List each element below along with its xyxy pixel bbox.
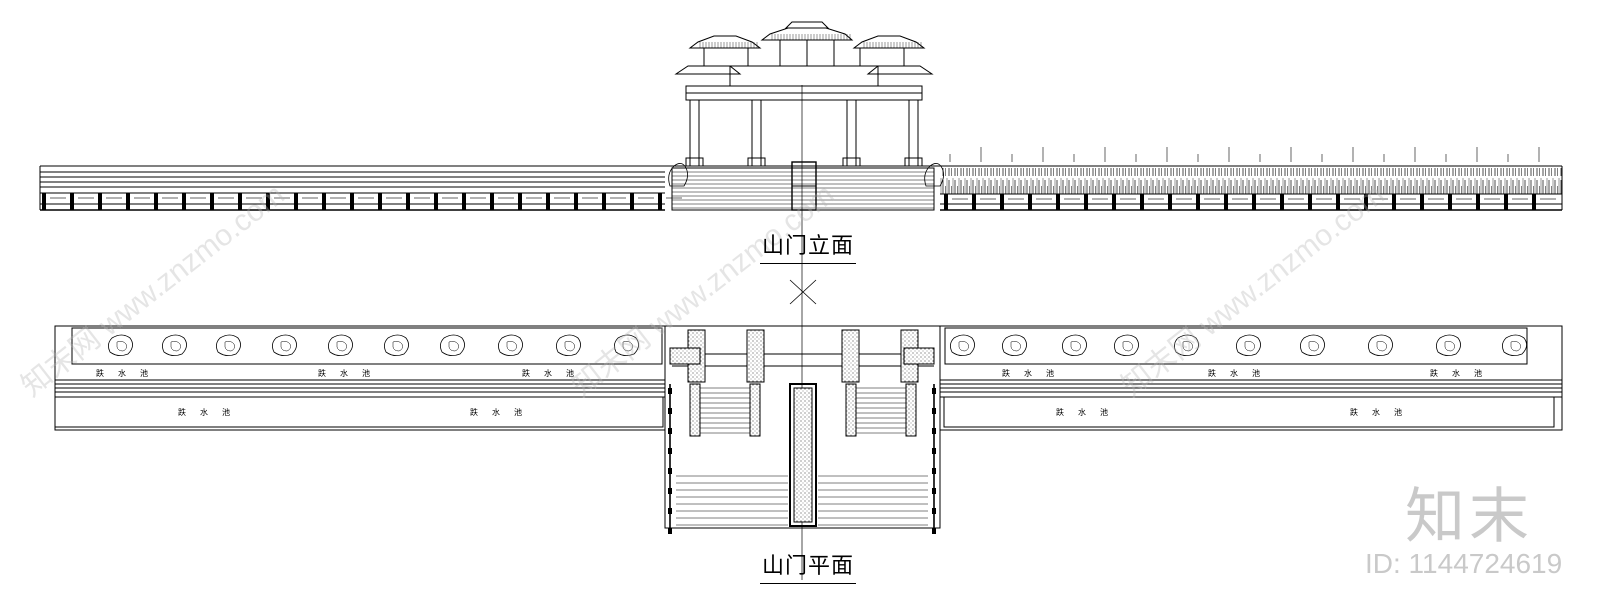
pool-label: 跌水池	[470, 408, 536, 417]
pool-label: 跌水池	[178, 408, 244, 417]
right-wall-posts	[944, 194, 1556, 210]
right-wall-elevation	[940, 147, 1563, 211]
plan-title: 山门平面	[759, 548, 857, 584]
watermark-logo: 知末	[1405, 482, 1533, 552]
cross-mark	[789, 279, 817, 305]
gate-columns	[685, 65, 923, 167]
pool-label: 跌水池	[1430, 369, 1496, 378]
pool-label: 跌水池	[1002, 369, 1068, 378]
rockery-stones	[108, 334, 1527, 356]
pool-label: 跌水池	[318, 369, 384, 378]
pool-label: 跌水池	[522, 369, 588, 378]
watermark-id: ID: 1144724619	[1365, 548, 1563, 579]
pool-label: 跌水池	[1056, 408, 1122, 417]
plan-view	[54, 325, 1563, 534]
left-wall-elevation	[39, 165, 682, 211]
pool-label: 跌水池	[1208, 369, 1274, 378]
elevation-title: 山门立面	[759, 228, 857, 264]
gate-roofs	[674, 21, 934, 75]
gate-steps-elevation	[665, 161, 944, 211]
pool-label: 跌水池	[96, 369, 162, 378]
elevation-view	[39, 21, 1563, 211]
reed-marks	[949, 147, 1540, 162]
pool-label: 跌水池	[1350, 408, 1416, 417]
left-wall-posts	[42, 193, 682, 210]
